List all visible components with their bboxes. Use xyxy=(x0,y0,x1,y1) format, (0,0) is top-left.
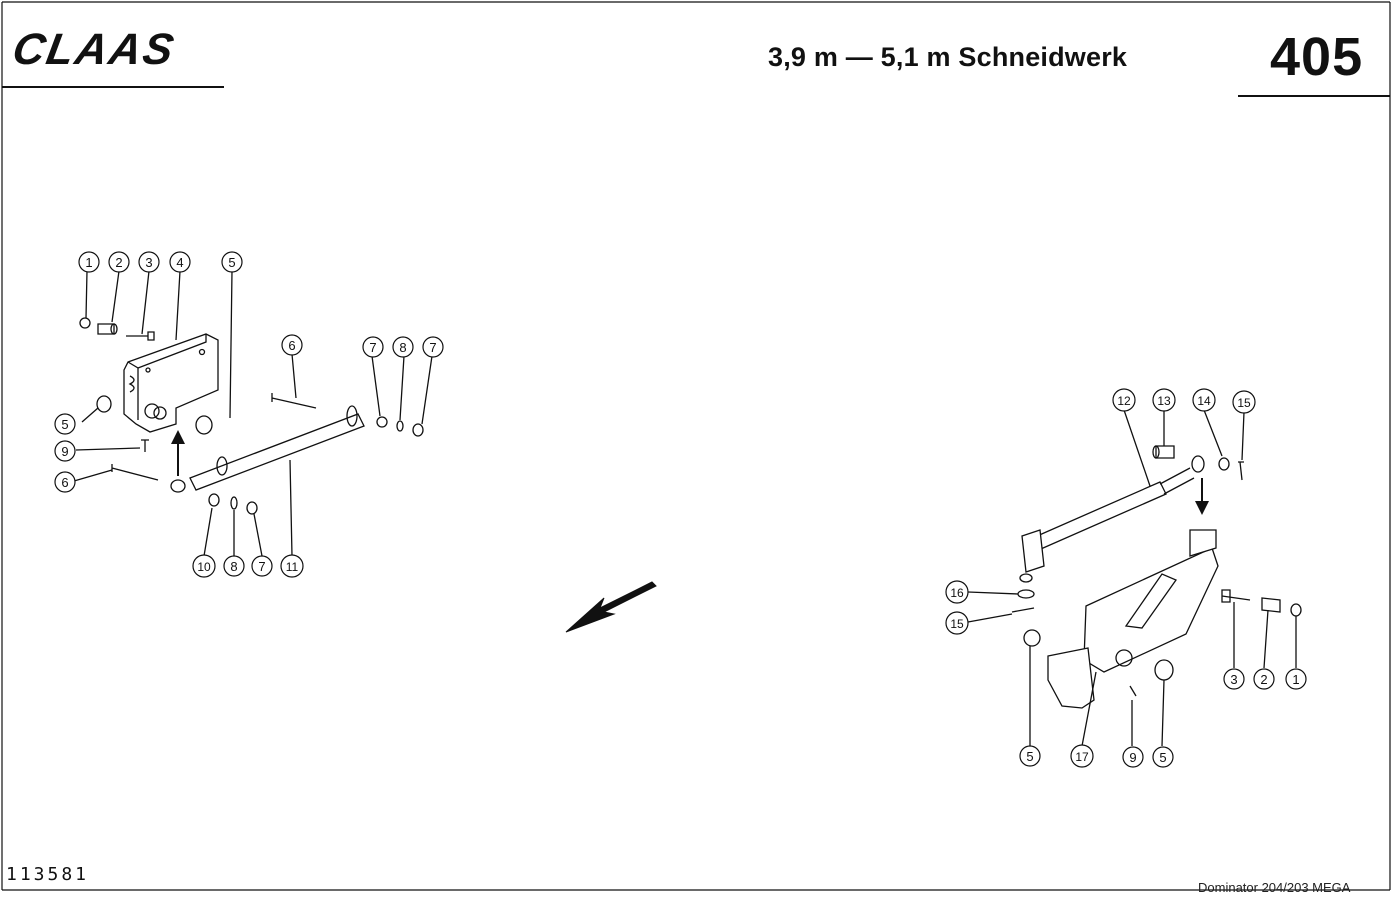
callout-2: 2 xyxy=(108,251,130,273)
svg-text:16: 16 xyxy=(950,586,964,600)
drawing-number: 113581 xyxy=(6,864,90,885)
callout-11: 11 xyxy=(280,554,304,578)
svg-text:5: 5 xyxy=(61,417,68,432)
svg-text:5: 5 xyxy=(1026,749,1033,764)
callout-5c: 5 xyxy=(1019,745,1041,767)
svg-text:CLAAS: CLAAS xyxy=(9,25,179,74)
callout-9b: 9 xyxy=(1122,746,1144,768)
svg-text:1: 1 xyxy=(85,255,92,270)
callout-10: 10 xyxy=(192,554,216,578)
callout-3: 3 xyxy=(138,251,160,273)
callout-2b: 2 xyxy=(1253,668,1275,690)
claas-logo: CLAAS xyxy=(9,25,179,74)
svg-text:13: 13 xyxy=(1157,394,1171,408)
callout-17: 17 xyxy=(1070,744,1094,768)
callout-9: 9 xyxy=(54,440,76,462)
model-label: Dominator 204/203 MEGA xyxy=(1198,880,1351,895)
callout-6b: 6 xyxy=(54,471,76,493)
nut-1 xyxy=(79,317,91,329)
svg-text:12: 12 xyxy=(1117,394,1131,408)
left-assembly xyxy=(73,270,433,557)
svg-text:9: 9 xyxy=(61,444,68,459)
svg-text:9: 9 xyxy=(1129,750,1136,765)
svg-text:2: 2 xyxy=(115,255,122,270)
callout-13: 13 xyxy=(1152,388,1176,412)
cylinder-11 xyxy=(189,413,365,491)
svg-text:15: 15 xyxy=(950,617,964,631)
callout-15: 15 xyxy=(1232,390,1256,414)
callout-4: 4 xyxy=(169,251,191,273)
right-callouts: 12 13 14 15 16 15 5 17 9 5 3 2 1 xyxy=(945,388,1307,768)
bracket-plate-17 xyxy=(1083,547,1219,673)
callout-8: 8 xyxy=(392,336,414,358)
callout-8b: 8 xyxy=(223,555,245,577)
svg-text:17: 17 xyxy=(1075,750,1089,764)
callout-3b: 3 xyxy=(1223,668,1245,690)
svg-text:3: 3 xyxy=(145,255,152,270)
cylinder-12 xyxy=(1027,481,1167,553)
svg-text:6: 6 xyxy=(61,475,68,490)
callout-12: 12 xyxy=(1112,388,1136,412)
bushing-5a xyxy=(96,395,112,413)
svg-text:8: 8 xyxy=(230,559,237,574)
svg-text:4: 4 xyxy=(176,255,183,270)
callout-5b: 5 xyxy=(54,413,76,435)
callout-5d: 5 xyxy=(1152,746,1174,768)
callout-1b: 1 xyxy=(1285,668,1307,690)
svg-text:7: 7 xyxy=(258,559,265,574)
right-assembly xyxy=(967,409,1302,747)
page-number: 405 xyxy=(1270,27,1364,87)
callout-1: 1 xyxy=(78,251,100,273)
svg-text:11: 11 xyxy=(286,560,299,574)
callout-16: 16 xyxy=(945,580,969,604)
callout-15b: 15 xyxy=(945,611,969,635)
left-callouts: 1 2 3 4 5 6 7 8 7 5 9 6 10 8 7 11 xyxy=(54,251,444,578)
callout-7: 7 xyxy=(362,336,384,358)
callout-6: 6 xyxy=(281,334,303,356)
travel-direction-arrow xyxy=(565,581,657,633)
svg-text:6: 6 xyxy=(288,338,295,353)
svg-text:2: 2 xyxy=(1260,672,1267,687)
page-title: 3,9 m — 5,1 m Schneidwerk xyxy=(768,42,1128,72)
svg-text:10: 10 xyxy=(197,560,211,574)
callout-7b: 7 xyxy=(422,336,444,358)
svg-text:7: 7 xyxy=(369,340,376,355)
bracket-plate xyxy=(123,333,219,433)
svg-text:14: 14 xyxy=(1197,394,1211,408)
callout-7c: 7 xyxy=(251,555,273,577)
svg-text:7: 7 xyxy=(429,340,436,355)
bolt-3 xyxy=(126,331,155,341)
svg-text:5: 5 xyxy=(228,255,235,270)
svg-text:5: 5 xyxy=(1159,750,1166,765)
svg-text:8: 8 xyxy=(399,340,406,355)
svg-text:15: 15 xyxy=(1237,396,1251,410)
callout-14: 14 xyxy=(1192,388,1216,412)
svg-text:1: 1 xyxy=(1292,672,1299,687)
callout-5: 5 xyxy=(221,251,243,273)
svg-text:3: 3 xyxy=(1230,672,1237,687)
